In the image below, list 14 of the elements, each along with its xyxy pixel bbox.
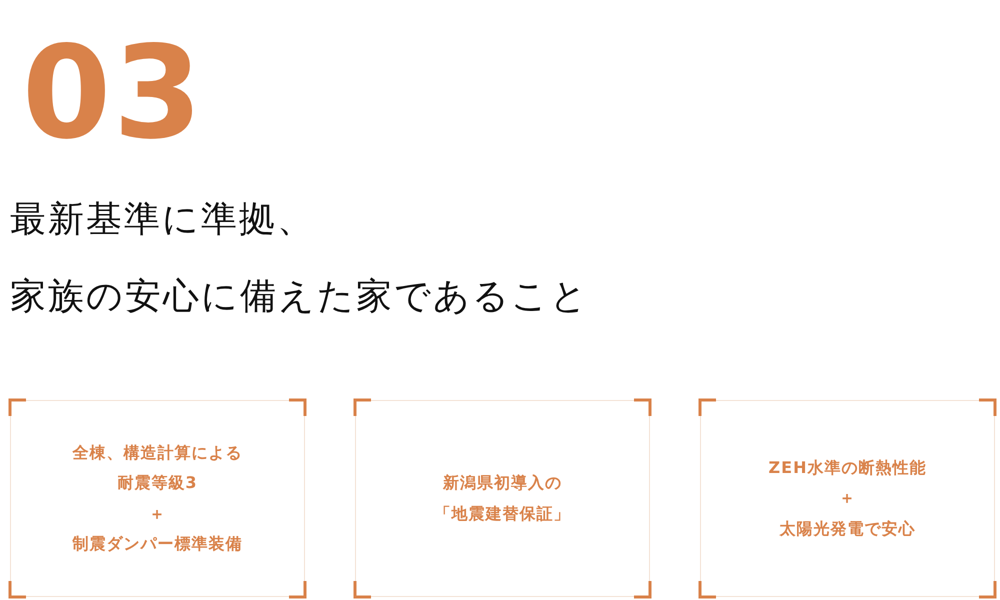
feature-text: 制震ダンパー標準装備	[72, 532, 242, 555]
feature-text: 新潟県初導入の	[443, 472, 562, 494]
feature-card	[700, 400, 995, 597]
feature-text: 「地震建替保証」	[434, 502, 570, 524]
heading-line: 家族の安心に備えた家であること	[10, 275, 589, 318]
feature-text: ＋	[149, 502, 166, 524]
heading-line: 最新基準に準拠、	[10, 198, 315, 242]
section-number: 03	[22, 30, 204, 158]
feature-text: 全棟、構造計算による耐震等級3	[71, 442, 244, 494]
feature-text: 太陽光発電で安心	[780, 518, 916, 540]
feature-text: ＋	[839, 487, 856, 510]
feature-card	[355, 400, 650, 597]
feature-text: ZEH水準の断熱性能	[768, 456, 928, 479]
feature-card	[10, 400, 305, 597]
